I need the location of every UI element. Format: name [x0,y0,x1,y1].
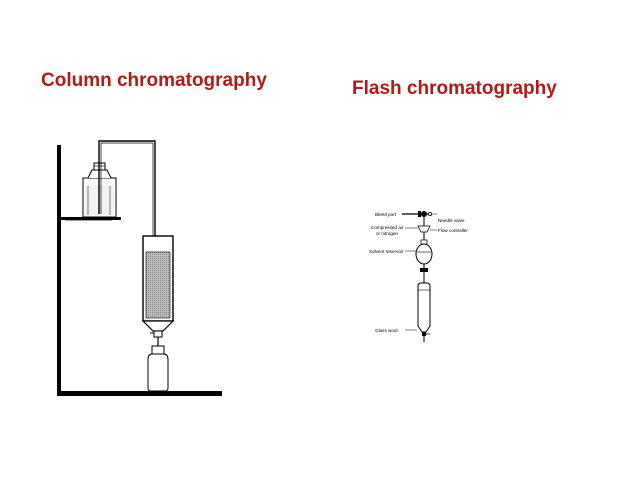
stand-rod [57,145,61,396]
label-solvent-reservoir: Solvent reservoir [369,249,404,254]
label-compressed-air-1: Compressed air [371,225,404,230]
stand-base [58,391,222,396]
chromatography-column [141,235,175,346]
flash-apparatus: Bleed port Needle valve Compressed air o… [369,211,468,342]
label-compressed-air-2: or nitrogen [376,231,398,236]
column-chromatography-title: Column chromatography [41,70,267,91]
reservoir-shelf [61,217,121,220]
label-needle-valve: Needle valve [438,218,465,223]
flash-chromatography-title: Flash chromatography [352,78,557,99]
tubing [98,140,156,244]
column-apparatus [57,140,222,396]
collection-flask [147,345,169,392]
label-glass-wool: Glass wool [375,328,397,333]
label-bleed-port: Bleed port [375,212,397,217]
label-flow-controller: Flow controller [438,228,468,233]
